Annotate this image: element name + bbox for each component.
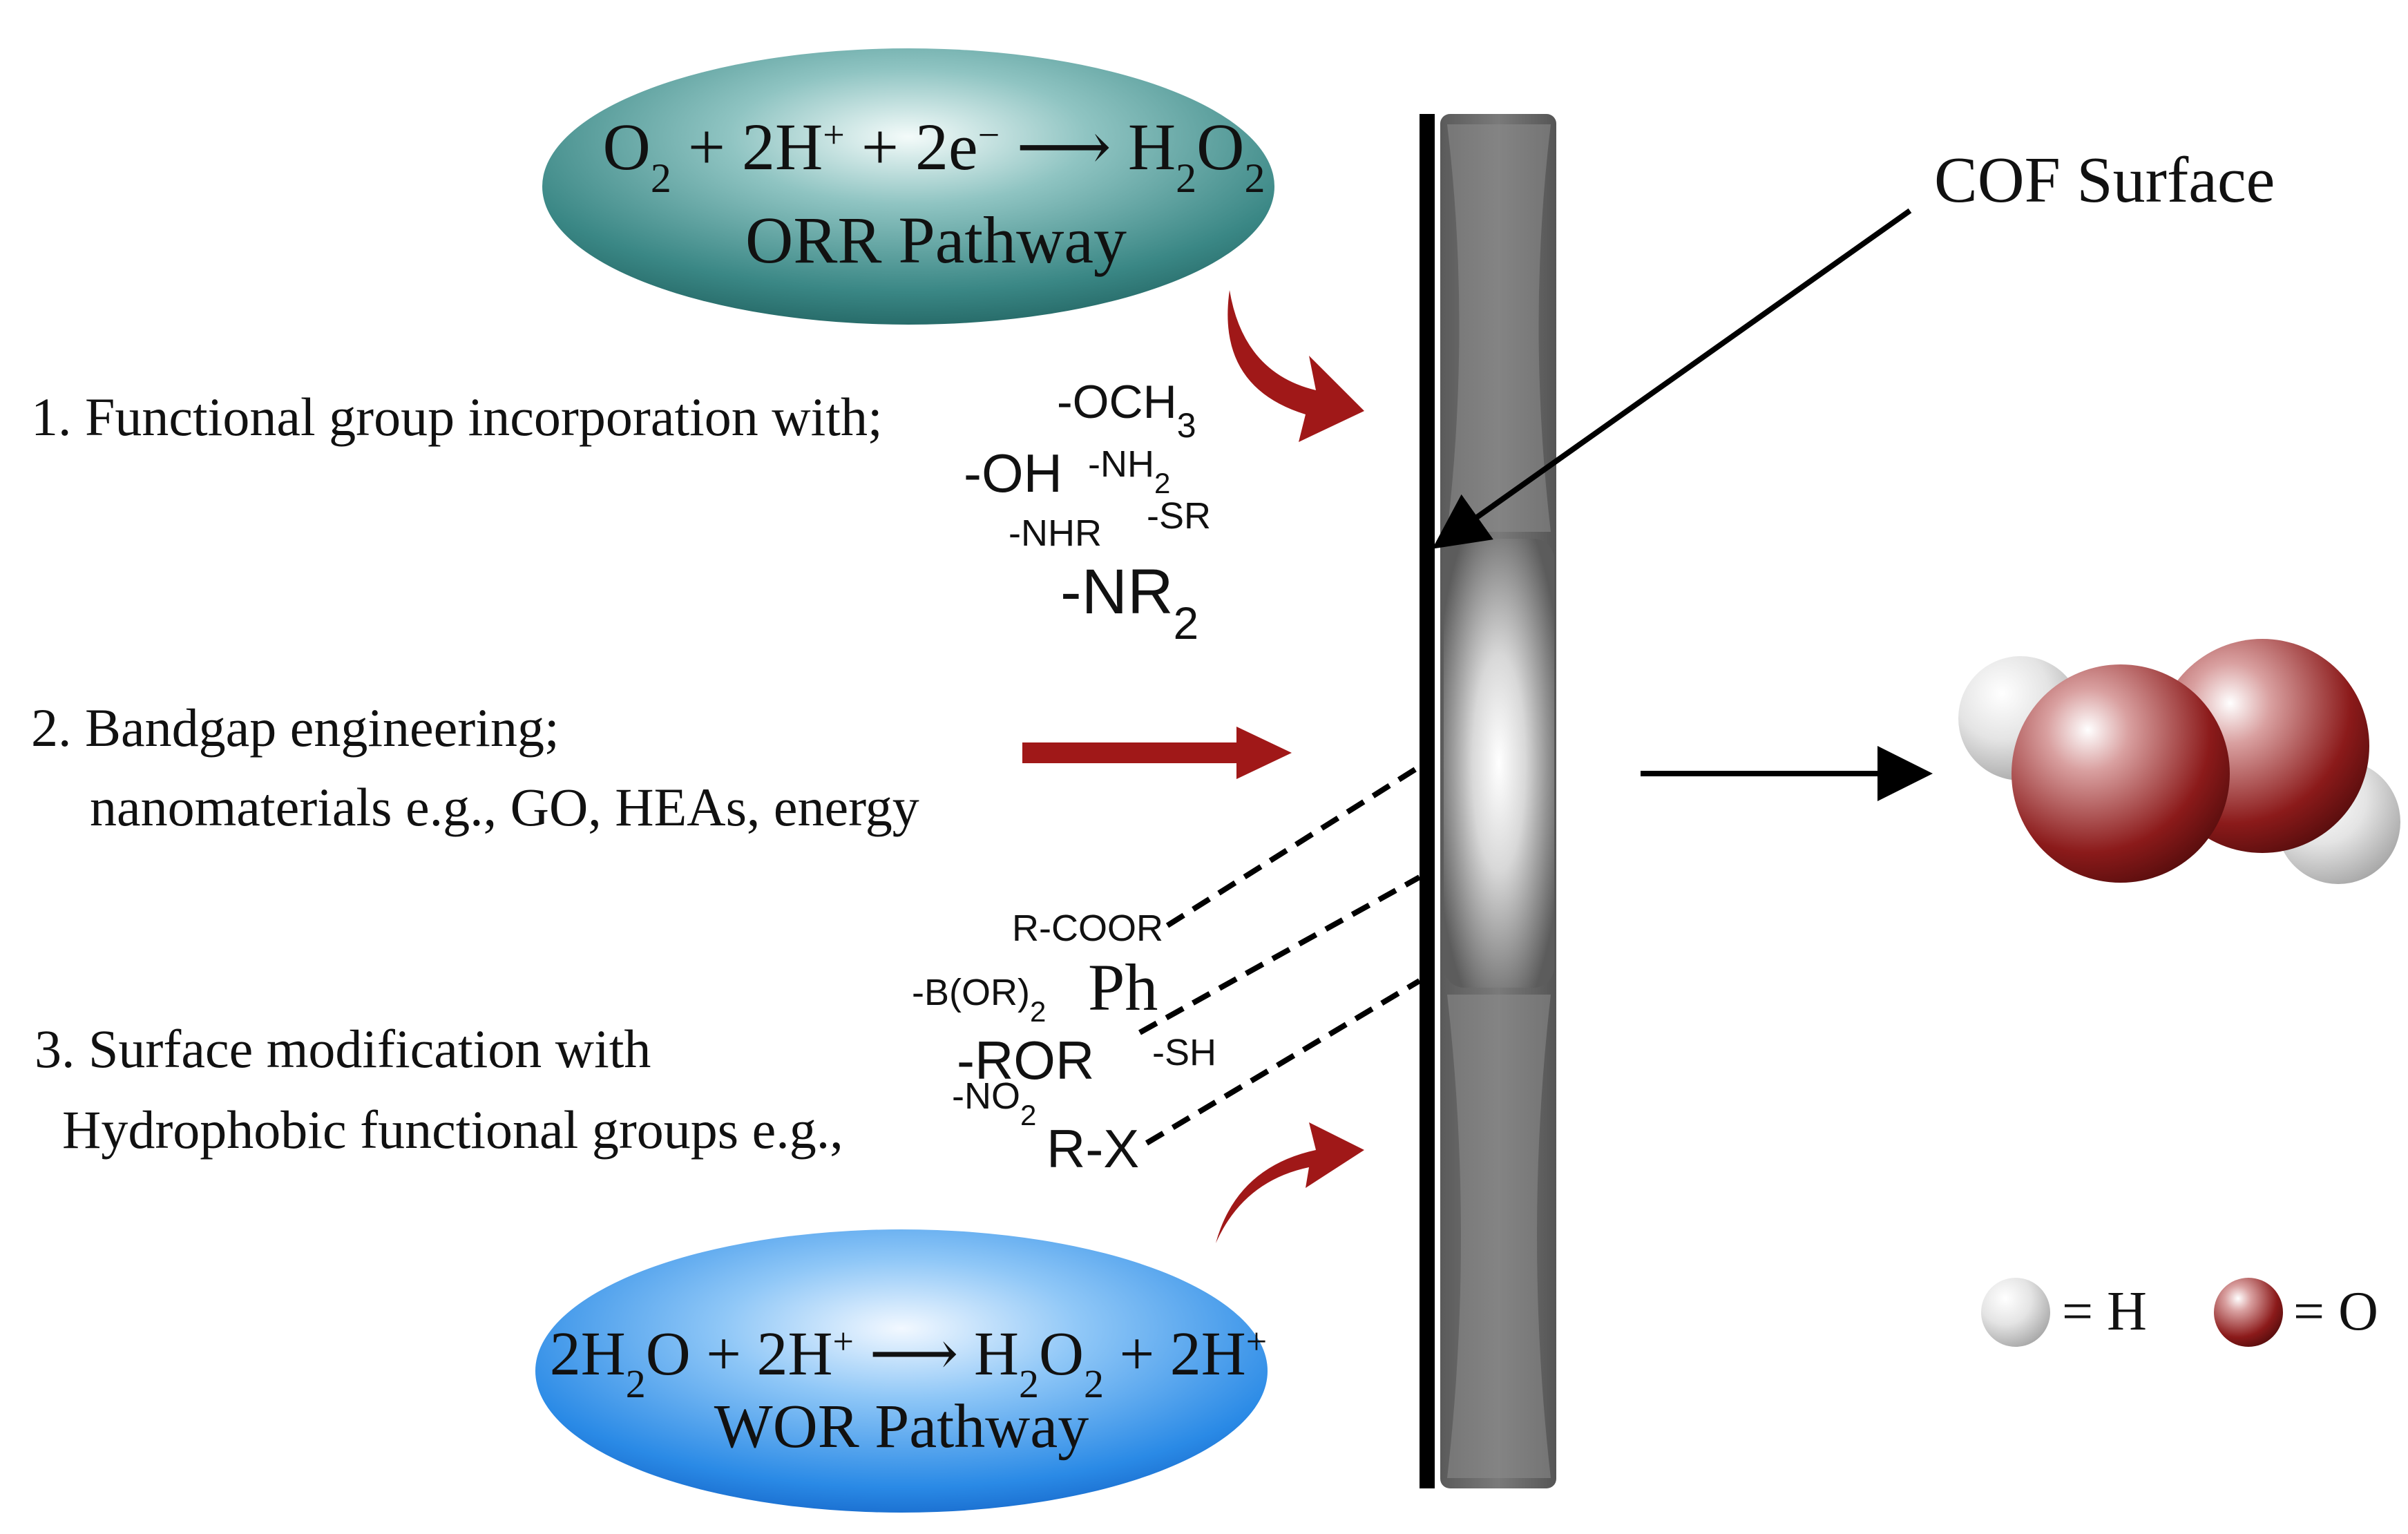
group-oh: -OH bbox=[964, 443, 1062, 504]
straight-red-arrow bbox=[1022, 727, 1292, 779]
dashed-connectors bbox=[1138, 764, 1422, 1146]
item2-line1: 2. Bandgap engineering; bbox=[31, 698, 560, 758]
group-bor2: -B(OR)2 bbox=[912, 972, 1046, 1028]
curved-red-arrow-top bbox=[1227, 290, 1364, 442]
wor-pathway-ellipse: 2H2O + 2H+ ⟶ H2O2 + 2H+ WOR Pathway bbox=[535, 1229, 1268, 1513]
group-rx: R-X bbox=[1047, 1118, 1139, 1179]
item3-line1: 3. Surface modification with bbox=[35, 1019, 651, 1079]
group-ror: -ROR bbox=[957, 1030, 1094, 1091]
orr-equation: O2 + 2H+ + 2e− ⟶ H2O2 bbox=[602, 110, 1265, 201]
wor-equation: 2H2O + 2H+ ⟶ H2O2 + 2H+ bbox=[550, 1320, 1267, 1406]
group-no2: -NO2 bbox=[952, 1075, 1036, 1131]
h2o2-molecule-icon bbox=[1958, 639, 2400, 884]
legend-o-label: = O bbox=[2293, 1281, 2378, 1342]
group-och3: -OCH3 bbox=[1057, 376, 1196, 445]
orr-label: ORR Pathway bbox=[745, 203, 1127, 277]
wor-label: WOR Pathway bbox=[714, 1392, 1089, 1461]
cof-surface bbox=[1420, 114, 1556, 1488]
item3-line2: Hydrophobic functional groups e.g., bbox=[62, 1100, 843, 1160]
group-sr: -SR bbox=[1147, 495, 1211, 537]
group-nhr: -NHR bbox=[1009, 512, 1102, 554]
cof-pointer-arrow bbox=[1432, 208, 1912, 549]
legend-h-icon bbox=[1981, 1278, 2050, 1347]
legend-o-icon bbox=[2214, 1278, 2283, 1347]
group-nr2: -NR2 bbox=[1060, 557, 1198, 649]
item1-text: 1. Functional group incorporation with; bbox=[31, 387, 883, 447]
curved-red-arrow-bottom bbox=[1216, 1122, 1364, 1243]
orr-pathway-ellipse: O2 + 2H+ + 2e− ⟶ H2O2 ORR Pathway bbox=[542, 48, 1274, 325]
legend: = H = O bbox=[1981, 1278, 2378, 1347]
legend-h-label: = H bbox=[2062, 1281, 2147, 1342]
cof-surface-label: COF Surface bbox=[1934, 144, 2275, 216]
group-rcoor: R-COOR bbox=[1012, 908, 1163, 949]
item2-line2: nanomaterials e.g., GO, HEAs, energy bbox=[90, 777, 919, 837]
group-ph: Ph bbox=[1088, 950, 1158, 1024]
group-nh2: -NH2 bbox=[1088, 443, 1170, 499]
group-sh: -SH bbox=[1152, 1032, 1216, 1073]
